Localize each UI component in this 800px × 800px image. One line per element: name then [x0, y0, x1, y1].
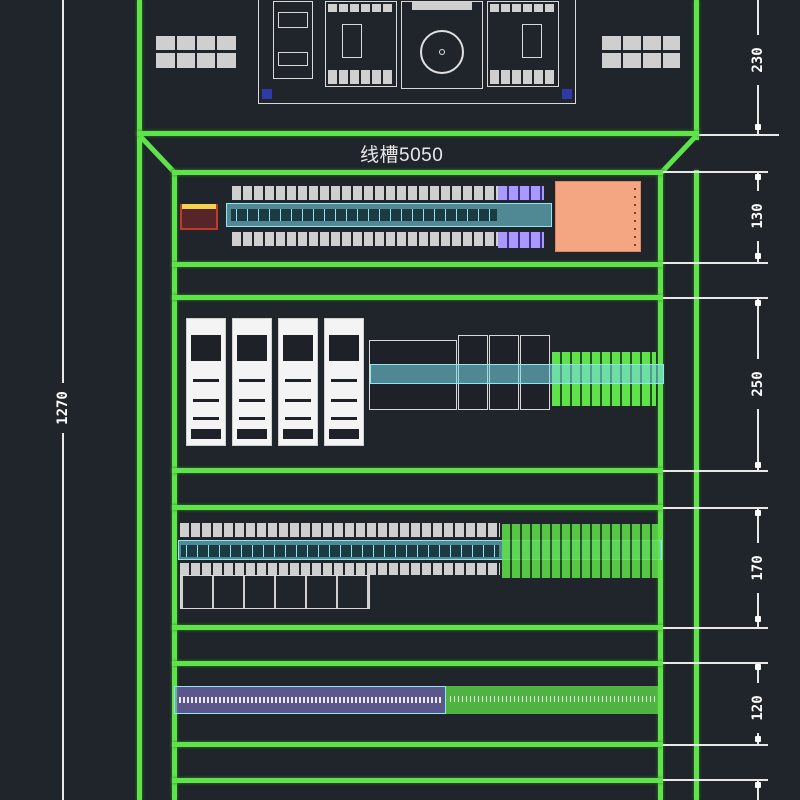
- dim-row4-ext-bottom: [663, 744, 768, 746]
- power-supply[interactable]: [555, 181, 641, 252]
- ats-right-breaker[interactable]: [487, 1, 559, 87]
- inner-left-rail: [172, 170, 177, 800]
- dim-row2-text: 250: [750, 359, 766, 409]
- terminal-rail-green[interactable]: [446, 686, 660, 714]
- dim-tick: [755, 664, 761, 670]
- dim-tick: [755, 124, 761, 130]
- terminal-rail-blue[interactable]: [174, 686, 446, 714]
- top-trough-upper: [137, 131, 699, 136]
- dim-row4-text: 120: [750, 683, 766, 733]
- meter-module[interactable]: [273, 1, 313, 79]
- trough-h1: [172, 170, 663, 175]
- dim-row4-ext-top: [663, 662, 768, 664]
- ats-left-breaker[interactable]: [325, 1, 397, 87]
- dim-row3-text: 170: [750, 543, 766, 593]
- fuse-handle: [182, 204, 216, 209]
- dim-row2-ext-top: [663, 297, 768, 299]
- dim-row3-ext-bottom: [663, 627, 768, 629]
- overall-dimension-text: 1270: [55, 383, 71, 433]
- inner-right-rail: [658, 170, 663, 800]
- contactor-bank[interactable]: [180, 575, 370, 609]
- left-terminal-block[interactable]: [156, 36, 236, 68]
- ats-corner-marker-left: [262, 89, 272, 99]
- vfd-drive-4[interactable]: [324, 318, 364, 446]
- terminal-strip-top[interactable]: [232, 186, 500, 200]
- purple-breakers-top[interactable]: [498, 186, 544, 200]
- dim-tick: [755, 462, 761, 468]
- dim-row1-text: 130: [750, 191, 766, 241]
- dim-row5-ext-top: [663, 779, 768, 781]
- dim-tick: [755, 736, 761, 742]
- terminal-strip-bottom[interactable]: [232, 232, 500, 246]
- dim-row1-ext-top: [663, 171, 768, 173]
- green-terminals-row3[interactable]: [502, 524, 660, 578]
- wire-trough-5050: [138, 134, 698, 175]
- trough-h8: [172, 742, 663, 747]
- outer-right-rail: [694, 170, 699, 800]
- trough-h5: [172, 505, 663, 510]
- din-rail-row1: [226, 203, 552, 227]
- wire-trough-label: 线槽5050: [360, 145, 444, 166]
- fuse-holder[interactable]: [180, 204, 218, 230]
- relay-bank-top[interactable]: [180, 523, 500, 537]
- vfd-drive-3[interactable]: [278, 318, 318, 446]
- ats-panel[interactable]: [258, 0, 576, 104]
- dim-row3-ext-top: [663, 507, 768, 509]
- relay-bank-bottom[interactable]: [180, 563, 500, 575]
- ats-label: [412, 2, 472, 10]
- psu-terminals: [634, 188, 636, 248]
- dim-tick: [755, 174, 761, 180]
- meter-display: [278, 12, 308, 28]
- ats-motor-operator[interactable]: [401, 1, 483, 89]
- din-rail-row2: [370, 364, 664, 384]
- dim-top-extension: [699, 134, 779, 136]
- dim-tick: [755, 300, 761, 306]
- vfd-drive-2[interactable]: [232, 318, 272, 446]
- right-terminal-block[interactable]: [602, 36, 680, 68]
- trough-h2: [172, 262, 663, 267]
- vfd-drive-1[interactable]: [186, 318, 226, 446]
- dim-tick: [755, 782, 761, 788]
- dim-tick: [755, 510, 761, 516]
- trough-h4: [172, 468, 663, 473]
- dim-tick: [755, 253, 761, 259]
- dim-tick: [755, 616, 761, 622]
- trough-h9: [172, 778, 663, 783]
- trough-h6: [172, 625, 663, 630]
- cabinet-left-wall: [137, 0, 142, 800]
- meter-buttons: [278, 52, 308, 66]
- trough-h3: [172, 295, 663, 300]
- motor-icon: [420, 30, 464, 74]
- cabinet-right-wall: [694, 0, 699, 140]
- dim-row2-ext-bottom: [663, 470, 768, 472]
- dim-top-text: 230: [750, 35, 766, 85]
- ats-corner-marker-right: [562, 89, 572, 99]
- top-section: [142, 0, 694, 132]
- dim-row1-ext-bottom: [663, 262, 768, 264]
- dim-row5-line: [757, 779, 759, 800]
- trough-h7: [172, 661, 663, 666]
- purple-breakers-bottom[interactable]: [498, 232, 544, 248]
